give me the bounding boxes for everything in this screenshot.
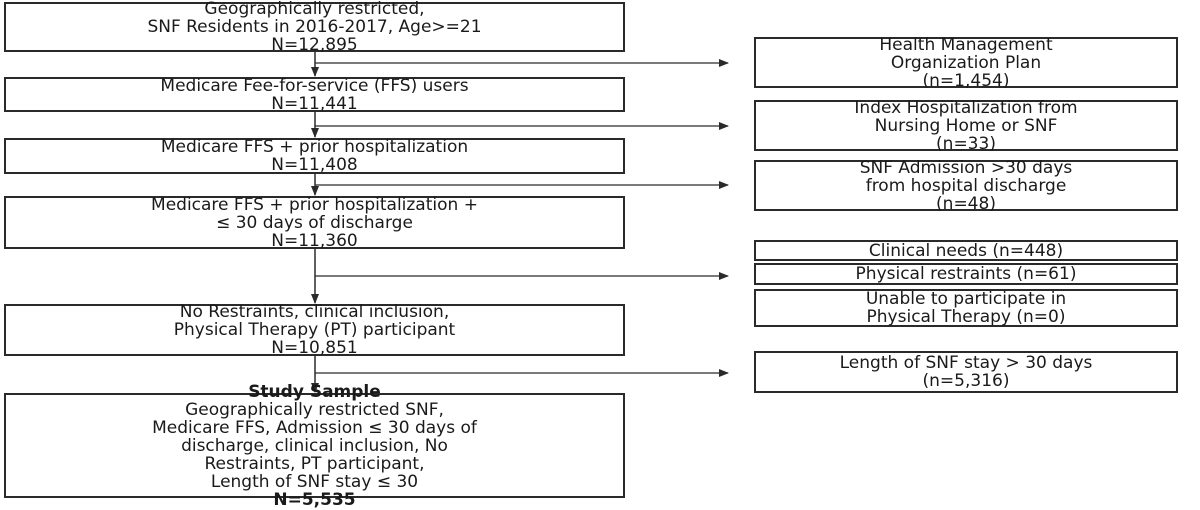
exclusion-unable-line-2: Physical Therapy (n=0) bbox=[866, 307, 1066, 327]
final-line-4: Restraints, PT participant, bbox=[204, 453, 425, 474]
exclusion-clinical-line-1: Clinical needs (n=448) bbox=[868, 240, 1064, 261]
main-step-4-line-2: ≤ 30 days of discharge bbox=[216, 212, 413, 233]
main-step-4: Medicare FFS + prior hospitalization + ≤… bbox=[4, 194, 625, 251]
main-step-4-line-1: Medicare FFS + prior hospitalization + bbox=[151, 194, 478, 215]
main-step-4-line-3: N=11,360 bbox=[271, 230, 358, 251]
exclusion-hmo-line-2: Organization Plan bbox=[890, 52, 1042, 73]
main-step-5-line-1: No Restraints, clinical inclusion, bbox=[179, 302, 450, 322]
exclusion-admission-line-1: SNF Admission >30 days bbox=[859, 157, 1073, 178]
main-step-2-line-1: Medicare Fee-for-service (FFS) users bbox=[160, 75, 469, 96]
main-step-5-line-3: N=10,851 bbox=[271, 338, 358, 358]
main-step-3-line-1: Medicare FFS + prior hospitalization bbox=[160, 137, 469, 157]
final-line-1: Geographically restricted SNF, bbox=[185, 399, 444, 420]
final-line-3: discharge, clinical inclusion, No bbox=[181, 435, 448, 456]
main-step-1: Geographically restricted, SNF Residents… bbox=[4, 0, 625, 55]
exclusion-box-snf-admission: SNF Admission >30 days from hospital dis… bbox=[754, 157, 1178, 214]
main-step-5-line-2: Physical Therapy (PT) participant bbox=[173, 320, 456, 340]
main-step-3: Medicare FFS + prior hospitalization N=1… bbox=[4, 138, 625, 174]
exclusion-length-line-2: (n=5,316) bbox=[922, 371, 1010, 391]
exclusion-box-length-of-stay: Length of SNF stay > 30 days (n=5,316) bbox=[754, 351, 1178, 393]
exclusion-hmo-line-3: (n=1,454) bbox=[922, 70, 1010, 91]
exclusion-box-hmo: Health Management Organization Plan (n=1… bbox=[754, 34, 1178, 91]
exclusion-box-index-hospitalization: Index Hospitalization from Nursing Home … bbox=[754, 97, 1178, 154]
final-study-sample-box: Study Sample Geographically restricted S… bbox=[4, 383, 625, 509]
main-step-2-line-2: N=11,441 bbox=[271, 93, 358, 114]
exclusion-box-unable-pt: Unable to participate in Physical Therap… bbox=[754, 289, 1178, 327]
exclusion-hmo-line-1: Health Management bbox=[879, 34, 1053, 55]
exclusion-box-clinical-needs: Clinical needs (n=448) bbox=[754, 240, 1178, 261]
main-step-5: No Restraints, clinical inclusion, Physi… bbox=[4, 302, 625, 358]
main-step-1-line-1: Geographically restricted, bbox=[204, 0, 425, 19]
exclusion-index-line-2: Nursing Home or SNF bbox=[874, 115, 1058, 136]
exclusion-unable-line-1: Unable to participate in bbox=[865, 289, 1067, 309]
exclusion-index-line-3: (n=33) bbox=[936, 133, 996, 154]
final-heading: Study Sample bbox=[248, 381, 381, 402]
final-line-2: Medicare FFS, Admission ≤ 30 days of bbox=[152, 417, 477, 438]
exclusion-length-line-1: Length of SNF stay > 30 days bbox=[839, 353, 1093, 373]
exclusion-admission-line-2: from hospital discharge bbox=[865, 175, 1067, 196]
exclusion-admission-line-3: (n=48) bbox=[936, 193, 996, 214]
main-step-2: Medicare Fee-for-service (FFS) users N=1… bbox=[4, 75, 625, 114]
main-step-1-line-3: N=12,895 bbox=[271, 35, 358, 55]
main-step-3-line-2: N=11,408 bbox=[271, 155, 358, 175]
exclusion-restraints-line-1: Physical restraints (n=61) bbox=[855, 264, 1077, 284]
exclusion-box-physical-restraints: Physical restraints (n=61) bbox=[754, 263, 1178, 285]
main-step-1-line-2: SNF Residents in 2016-2017, Age>=21 bbox=[147, 17, 482, 37]
final-line-5: Length of SNF stay ≤ 30 bbox=[210, 471, 419, 492]
exclusion-index-line-1: Index Hospitalization from bbox=[854, 97, 1078, 118]
